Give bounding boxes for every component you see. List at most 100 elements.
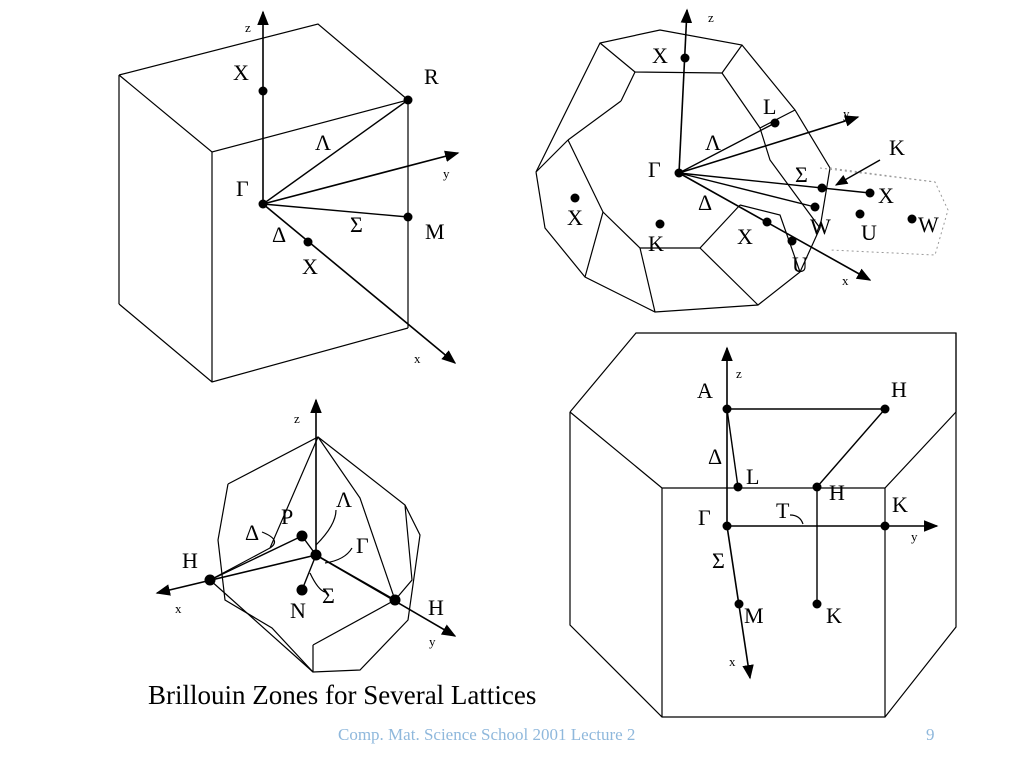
hex-label-h-top: H	[891, 377, 907, 402]
bcc-x-axis	[155, 554, 317, 596]
hex-label-m: M	[744, 603, 764, 628]
bcc-label-lambda: Λ	[336, 487, 352, 512]
fcc-y-axis	[678, 115, 860, 174]
hex-x-label: x	[729, 654, 736, 669]
hex-point-k-right	[880, 521, 890, 531]
fcc-label-sigma: Σ	[795, 162, 808, 187]
bcc-label-delta: Δ	[245, 520, 259, 545]
bcc-label-n: N	[290, 598, 306, 623]
fcc-edges	[535, 29, 831, 313]
sc-point-m	[403, 212, 413, 222]
bcc-label-gamma: Γ	[356, 533, 369, 558]
hex-point-k-bottom	[812, 599, 822, 609]
hex-point-h-mid	[812, 482, 822, 492]
hex-y-label: y	[911, 529, 918, 544]
sc-x-axis	[262, 203, 457, 364]
fcc-k-arrow	[834, 159, 881, 186]
fcc-label-k-right: K	[889, 135, 905, 160]
fcc-point-u-right	[855, 209, 865, 219]
fcc-point-l	[770, 118, 780, 128]
hex-point-a	[722, 404, 732, 414]
sc-point-x-front	[303, 237, 313, 247]
fcc-label-w2: W	[918, 212, 939, 237]
fcc-symmetry-lines	[678, 122, 881, 208]
fcc-point-x-left	[570, 193, 580, 203]
fcc-point-x-right	[865, 188, 875, 198]
sc-x-label: x	[414, 351, 421, 366]
fcc-point-x-top	[680, 53, 690, 63]
fcc-point-k-right	[817, 183, 827, 193]
hex-point-gamma	[722, 521, 732, 531]
fcc-point-x-front	[762, 217, 772, 227]
sc-z-label: z	[245, 20, 251, 35]
fcc-label-delta: Δ	[698, 190, 712, 215]
sc-point-x-top	[258, 86, 268, 96]
bcc-axes: z y x	[155, 398, 457, 649]
fcc-label-lambda: Λ	[705, 130, 721, 155]
sc-point-r	[403, 95, 413, 105]
hex-zone: z y x A H Δ L H Γ T K Σ	[569, 332, 957, 718]
fcc-label-gamma: Γ	[648, 157, 661, 182]
fcc-label-x-top: X	[652, 43, 668, 68]
bcc-point-h-right	[389, 594, 401, 606]
bcc-label-sigma: Σ	[322, 583, 335, 608]
bcc-points: H Δ P Λ Γ Σ N H	[182, 487, 444, 623]
bcc-zone: z y x H Δ P Λ Γ Σ N H	[155, 398, 457, 673]
bcc-label-h-right: H	[428, 595, 444, 620]
hex-symmetry-lines	[726, 408, 886, 604]
bcc-label-h-left: H	[182, 548, 198, 573]
sc-points: X R Γ M X Λ Σ Δ	[233, 60, 445, 279]
hex-label-gamma: Γ	[698, 505, 711, 530]
simple-cubic-zone: z y x X R Γ M X Λ Σ Δ	[118, 10, 460, 383]
bcc-x-label: x	[175, 601, 182, 616]
sc-y-label: y	[443, 166, 450, 181]
fcc-point-k-front	[655, 219, 665, 229]
sc-y-axis	[262, 150, 460, 205]
fcc-point-u-front	[787, 236, 797, 246]
sc-point-gamma	[258, 199, 268, 209]
sc-label-r: R	[424, 64, 439, 89]
fcc-label-x-right: X	[878, 183, 894, 208]
fcc-points: X L Λ Γ Σ K Δ X X X W U W K U	[567, 43, 939, 277]
sc-label-lambda: Λ	[315, 130, 331, 155]
fcc-label-x-left: X	[567, 205, 583, 230]
bcc-z-label: z	[294, 411, 300, 426]
hex-z-label: z	[736, 366, 742, 381]
fcc-zone: z y x X L Λ Γ Σ K	[535, 8, 949, 313]
hex-point-m	[734, 599, 744, 609]
sc-label-sigma: Σ	[350, 212, 363, 237]
bcc-point-gamma	[310, 549, 322, 561]
fcc-label-u2: U	[861, 220, 877, 245]
fcc-label-w1: W	[810, 214, 831, 239]
bcc-point-n	[296, 584, 308, 596]
bcc-y-label: y	[429, 634, 436, 649]
fcc-neighbor-dotted	[819, 167, 949, 256]
hex-label-l: L	[746, 464, 759, 489]
sc-label-delta: Δ	[272, 222, 286, 247]
hex-point-h-top	[880, 404, 890, 414]
hex-label-sigma: Σ	[712, 548, 725, 573]
fcc-x-axis	[678, 172, 872, 281]
hex-label-t: T	[776, 498, 790, 523]
hex-label-h-mid: H	[829, 480, 845, 505]
slide-caption: Brillouin Zones for Several Lattices	[148, 680, 537, 710]
hex-label-a: A	[697, 378, 713, 403]
bcc-point-p	[296, 530, 308, 542]
fcc-x-label: x	[842, 273, 849, 288]
bcc-label-p: P	[281, 504, 293, 529]
slide-footer: Comp. Mat. Science School 2001 Lecture 2	[338, 725, 636, 744]
fcc-label-l: L	[763, 94, 776, 119]
fcc-label-k-front: K	[648, 231, 664, 256]
bcc-point-h-left	[204, 574, 216, 586]
fcc-label-u1: U	[792, 252, 808, 277]
hex-points: A H Δ L H Γ T K Σ M K	[697, 377, 908, 628]
bcc-symmetry-lines	[209, 509, 396, 601]
fcc-point-w-right	[907, 214, 917, 224]
sc-axes: z y x	[245, 10, 460, 366]
fcc-point-w-front	[810, 202, 820, 212]
fcc-z-axis	[678, 8, 693, 174]
fcc-label-x-front: X	[737, 224, 753, 249]
slide-page-number: 9	[926, 725, 935, 744]
hex-label-k-bottom: K	[826, 603, 842, 628]
